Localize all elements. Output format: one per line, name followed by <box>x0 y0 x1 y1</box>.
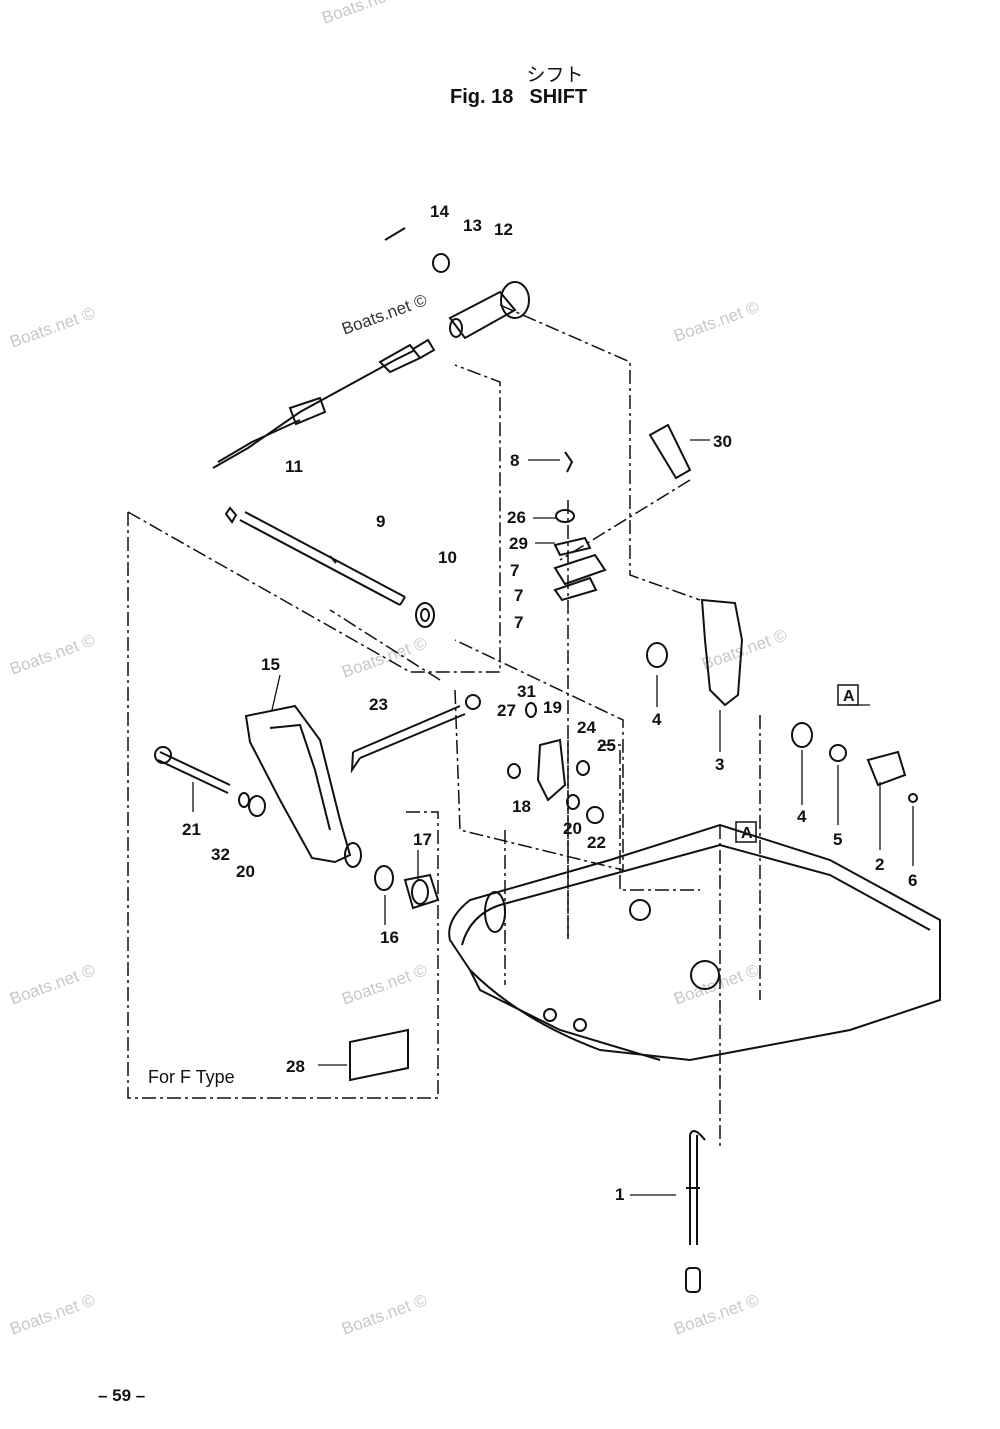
page-number: – 59 – <box>98 1386 146 1405</box>
figure-number: Fig. 18 <box>450 86 514 108</box>
figure-title: Fig. 18 SHIFT <box>450 86 603 109</box>
callout: 10 <box>438 548 457 567</box>
shift-rod <box>224 506 435 628</box>
callout: 22 <box>587 833 606 852</box>
view-marker: A <box>741 825 753 842</box>
type-label-plate <box>349 1028 409 1082</box>
view-marker-box <box>735 821 757 843</box>
figure-name: SHIFT <box>529 86 588 108</box>
callout: 15 <box>261 655 280 674</box>
callout: 12 <box>494 220 513 239</box>
callout: 27 <box>497 701 516 720</box>
callout: 4 <box>797 807 807 826</box>
callout: 1 <box>615 1185 624 1204</box>
variant-note: For F Type <box>148 1067 235 1087</box>
callout: 7 <box>514 586 523 605</box>
callout: 7 <box>514 613 523 632</box>
link-rod <box>350 694 604 824</box>
link-plate <box>536 738 567 802</box>
callout-numbers: 14 13 12 8 30 26 29 7 7 7 11 9 10 15 4 3… <box>182 202 917 1204</box>
callout: 3 <box>715 755 724 774</box>
callout: 29 <box>509 534 528 553</box>
bolt-assembly <box>154 746 440 910</box>
leader-lines <box>127 304 761 1150</box>
detent-stack <box>553 451 607 602</box>
lower-case <box>448 823 941 1062</box>
callout: 11 <box>285 457 303 476</box>
callout: 16 <box>380 928 399 947</box>
callout: 25 <box>597 736 616 755</box>
shift-rod-lower <box>685 1130 706 1293</box>
title-japanese: シフト <box>526 64 584 86</box>
callout: 4 <box>652 710 662 729</box>
callout: 13 <box>463 216 482 235</box>
callout: 20 <box>236 862 255 881</box>
callout: 2 <box>875 855 884 874</box>
callout: 24 <box>577 718 596 737</box>
shift-cable <box>212 227 530 469</box>
callout: 26 <box>507 508 526 527</box>
callout: 8 <box>510 451 519 470</box>
callout: 5 <box>833 830 842 849</box>
callout: 28 <box>286 1057 305 1076</box>
callout: 32 <box>211 845 230 864</box>
callout: 17 <box>413 830 432 849</box>
callout: 23 <box>369 695 388 714</box>
callout: 31 <box>517 682 536 701</box>
callout: 30 <box>713 432 732 451</box>
callout: 20 <box>563 819 582 838</box>
view-marker-box <box>837 684 859 706</box>
callout: 18 <box>512 797 531 816</box>
callout: 9 <box>376 512 385 531</box>
shift-lever <box>244 704 362 868</box>
callout-leaders <box>192 439 914 1196</box>
shift-arm <box>646 423 918 803</box>
callout: 21 <box>182 820 201 839</box>
callout: 19 <box>543 698 562 717</box>
callout: 14 <box>430 202 449 221</box>
callout: 7 <box>510 561 519 580</box>
callout: 6 <box>908 871 917 890</box>
view-marker: A <box>843 688 855 705</box>
